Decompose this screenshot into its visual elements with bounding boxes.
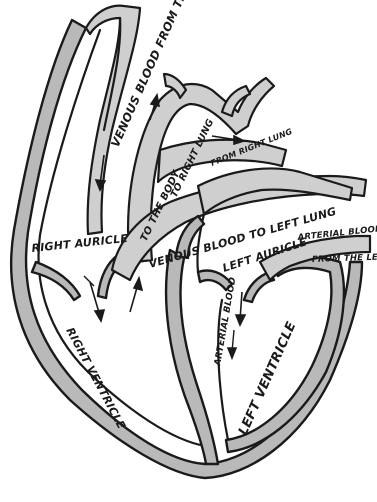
label-right-auricle: RIGHT AURICLE xyxy=(31,232,129,255)
ventricular-septum xyxy=(166,250,218,464)
arrow-left-ventricle-to-aorta xyxy=(228,330,236,358)
arrow-left-auricle-to-ventricle xyxy=(236,292,245,325)
tricuspid-valve xyxy=(32,262,80,300)
arrow-ventricle-to-pulmonary xyxy=(130,278,142,312)
label-arterial-blood-vertical: ARTERIAL BLOOD xyxy=(213,276,239,367)
